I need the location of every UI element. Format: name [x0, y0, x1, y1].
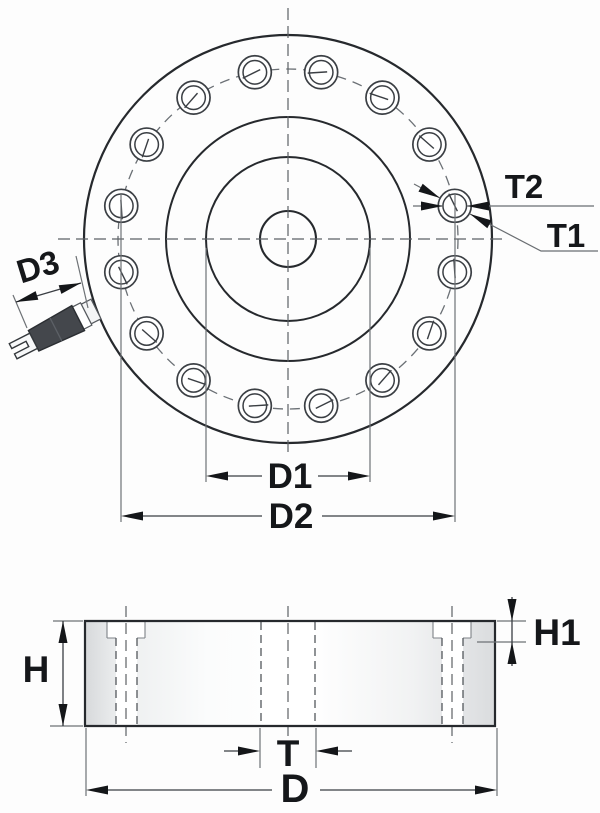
bolt-hole	[303, 54, 339, 90]
flange-outer-circle	[82, 33, 494, 445]
t-label: T	[277, 733, 300, 774]
side-hole-reliefs	[107, 622, 471, 725]
d1-label: D1	[268, 457, 313, 496]
top-view-centerlines	[58, 8, 506, 452]
dimension-h: H	[23, 620, 83, 727]
d2-label: D2	[269, 497, 314, 536]
connector-body-seam	[49, 317, 63, 342]
dimension-t2: T2	[413, 168, 594, 211]
connector-body	[27, 304, 86, 352]
bolt-hole	[411, 127, 447, 162]
counterbore-outlines	[106, 622, 472, 639]
bolt-hole	[129, 127, 165, 162]
dimension-h1: H1	[477, 597, 581, 666]
dimension-t: T	[224, 728, 352, 774]
bolt-hole	[176, 362, 211, 398]
bolt-hole	[365, 80, 400, 116]
bolt-hole	[365, 362, 400, 398]
bolt-hole	[237, 54, 273, 90]
bolt-hole	[411, 316, 447, 351]
bolt-hole	[103, 188, 139, 224]
side-view-centerlines	[125, 606, 453, 743]
connector-fork-end	[8, 332, 39, 360]
h1-label: H1	[533, 612, 580, 653]
d3-label: D3	[12, 243, 63, 291]
bolt-hole	[303, 388, 339, 424]
dimension-d1: D1	[205, 248, 371, 496]
hidden-hole-edges	[115, 622, 464, 725]
d-label: D	[281, 767, 310, 811]
bolt-hole	[237, 388, 273, 424]
top-view: D3 D1 D2 T2	[8, 8, 598, 536]
dimension-t1: T1	[413, 183, 598, 254]
side-view: H H1 T D	[23, 597, 581, 811]
bolt-hole	[176, 80, 211, 116]
t2-label: T2	[505, 168, 544, 205]
dimension-d: D	[85, 728, 498, 811]
dimension-d2: D2	[120, 193, 456, 536]
cable-connector	[8, 298, 102, 360]
center-hole	[258, 209, 318, 269]
t1-label: T1	[547, 217, 586, 254]
side-body-outline	[83, 619, 497, 728]
h-label: H	[23, 649, 50, 690]
bolt-hole	[129, 316, 165, 351]
